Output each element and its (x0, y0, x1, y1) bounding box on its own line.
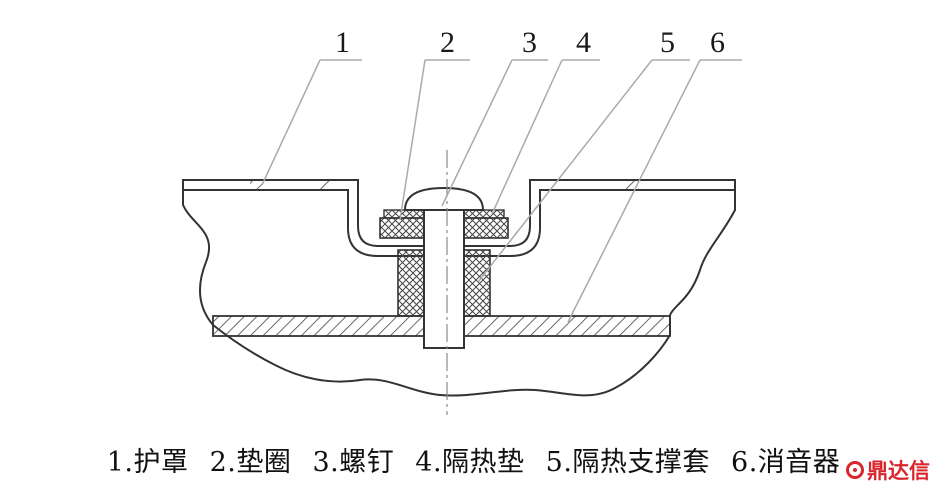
legend-item-insulation-pad: 4.隔热垫 (415, 447, 525, 478)
watermark-text: 鼎达信 (867, 459, 930, 483)
leader-6 (567, 59, 701, 323)
body-outline (182, 185, 736, 397)
support-sleeve-left (397, 249, 425, 317)
insulation-pad-right (463, 209, 505, 219)
guard-hatch-mid (320, 180, 332, 190)
legend-item-screw: 3.螺钉 (312, 447, 395, 478)
legend-item-muffler: 6.消音器 (731, 447, 841, 478)
screw-shank (423, 209, 465, 349)
leader-5 (477, 59, 653, 283)
callout-3: 3 (522, 26, 537, 59)
washer-right (463, 217, 509, 239)
washer-left (379, 217, 425, 239)
legend-item-guard: 1.护罩 (106, 447, 189, 478)
watermark-logo: 鼎达信 (846, 455, 930, 485)
parts-legend: 1.护罩 2.垫圈 3.螺钉 4.隔热垫 5.隔热支撑套 6.消音器 (0, 440, 947, 479)
callout-4: 4 (576, 26, 591, 59)
legend-item-support-sleeve: 5.隔热支撑套 (545, 447, 710, 478)
leader-2 (399, 59, 426, 221)
screw-head (403, 186, 485, 211)
callout-2: 2 (440, 26, 455, 59)
support-sleeve-right (463, 249, 491, 317)
callout-5: 5 (660, 26, 675, 59)
muffler-plate-left (212, 315, 425, 337)
callout-6: 6 (710, 26, 725, 59)
leader-4 (491, 59, 563, 215)
muffler-plate-right (463, 315, 671, 337)
callout-1: 1 (335, 26, 350, 59)
insulation-pad-left (383, 209, 425, 219)
guard-plate (182, 179, 736, 257)
logo-icon (846, 461, 864, 479)
leader-3 (441, 59, 513, 207)
leader-lines (261, 59, 742, 323)
leader-1 (261, 59, 321, 186)
guard-hatch-left (250, 180, 264, 190)
guard-hatch-right (625, 180, 639, 190)
legend-item-washer: 2.垫圈 (209, 447, 292, 478)
